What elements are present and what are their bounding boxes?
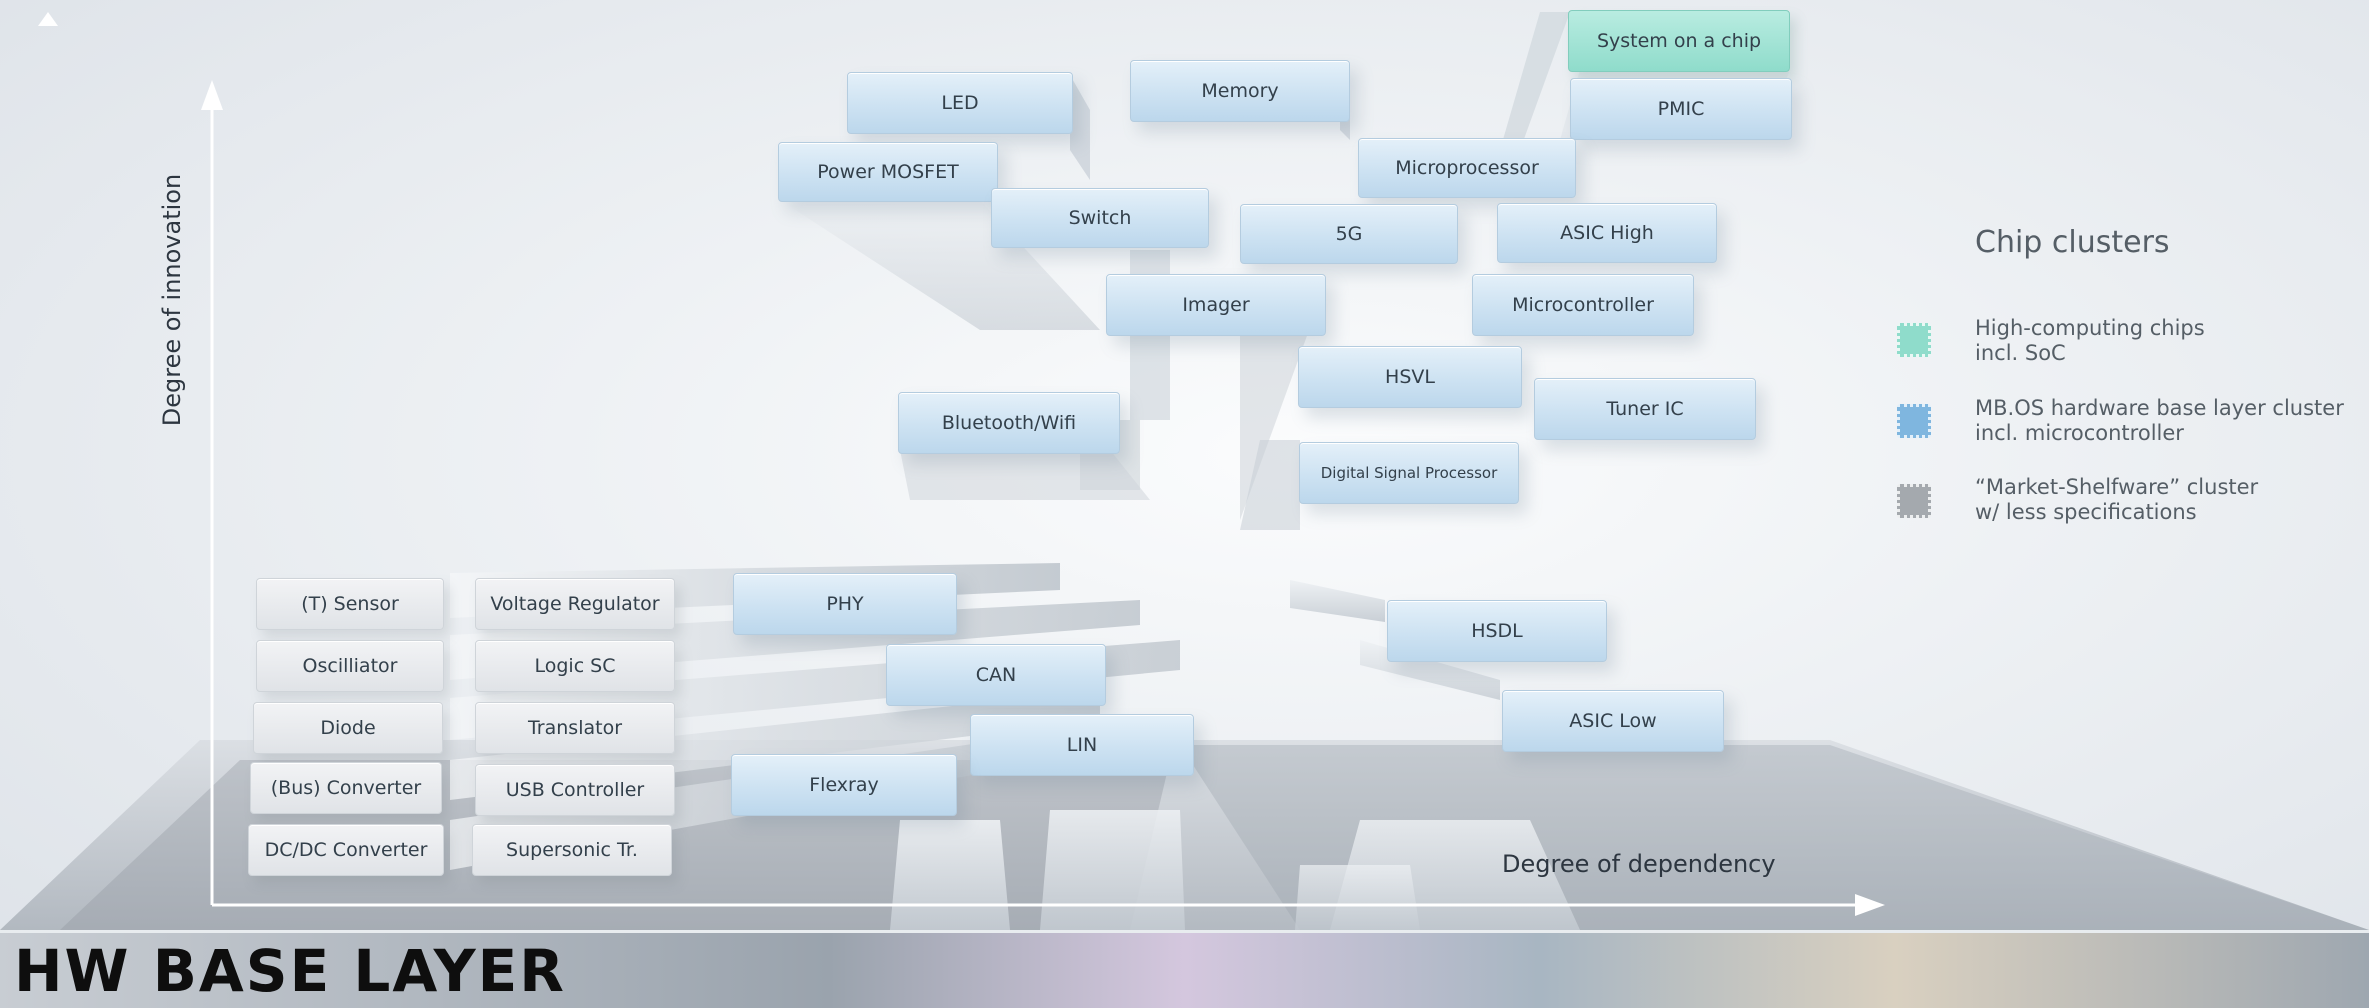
chip-icon [1897,404,1931,438]
chip-microprocessor: Microprocessor [1358,138,1576,198]
chip-hsvl: HSVL [1298,346,1522,408]
chip-bluetooth-wifi: Bluetooth/Wifi [898,392,1120,454]
y-axis [201,80,223,905]
chip-flexray: Flexray [731,754,957,816]
chip-power-mosfet: Power MOSFET [778,142,998,202]
chip-microcontroller: Microcontroller [1472,274,1694,336]
chip-icon [1897,484,1931,518]
chip-icon [1897,323,1931,357]
hw-base-layer-title: HW BASE LAYER [14,937,566,1005]
chip-oscilliator: Oscilliator [256,640,444,692]
chip-5g: 5G [1240,204,1458,264]
chip-imager: Imager [1106,274,1326,336]
chip-led: LED [847,72,1073,134]
chip-can: CAN [886,644,1106,706]
legend-item-high-computing: High-computing chips incl. SoC [1975,316,2205,365]
chip-asic-low: ASIC Low [1502,690,1724,752]
y-axis-label: Degree of innovation [158,173,186,427]
chip-system-on-a-chip: System on a chip [1568,10,1790,72]
chip-t-sensor: (T) Sensor [256,578,444,630]
x-axis [212,894,1885,916]
chip-phy: PHY [733,573,957,635]
chip-tuner-ic: Tuner IC [1534,378,1756,440]
chip-asic-high: ASIC High [1497,203,1717,263]
chip-translator: Translator [475,702,675,754]
chip-bus-converter: (Bus) Converter [250,762,442,814]
legend-item-base-layer: MB.OS hardware base layer cluster incl. … [1975,396,2344,445]
chip-hsdl: HSDL [1387,600,1607,662]
chip-usb-controller: USB Controller [475,764,675,816]
legend-title: Chip clusters [1975,225,2170,260]
chip-voltage-regulator: Voltage Regulator [475,578,675,630]
x-axis-label: Degree of dependency [1502,850,1776,878]
corner-marker-icon [38,12,58,26]
legend-item-shelfware: “Market-Shelfware” cluster w/ less speci… [1975,475,2259,524]
chip-pmic: PMIC [1570,78,1792,140]
chip-switch: Switch [991,188,1209,248]
chip-lin: LIN [970,714,1194,776]
chip-digital-signal-processor: Digital Signal Processor [1299,442,1519,504]
chip-diode: Diode [253,702,443,754]
chip-supersonic-tr: Supersonic Tr. [472,824,672,876]
chip-memory: Memory [1130,60,1350,122]
chip-logic-sc: Logic SC [475,640,675,692]
chip-dc-dc-converter: DC/DC Converter [248,824,444,876]
